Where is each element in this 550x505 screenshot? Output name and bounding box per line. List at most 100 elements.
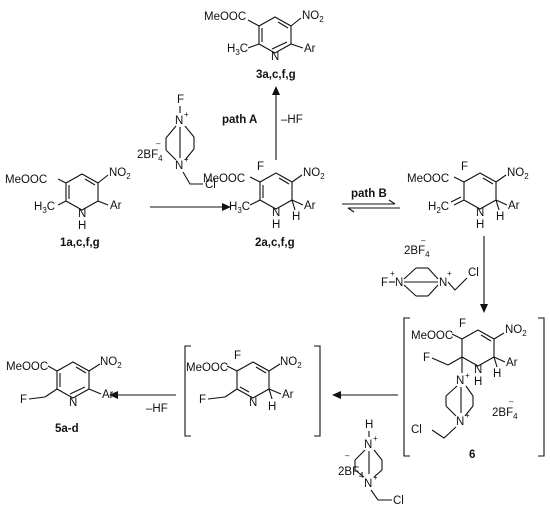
c1-methyl-sub: 3 bbox=[42, 206, 47, 215]
c3-label: 3a,c,f,g bbox=[256, 69, 296, 81]
c6-f-side: F bbox=[423, 352, 430, 364]
intermediate-6: F MeOOC NO2 F N H H Ar N + N + Cl 2BF4 –… bbox=[403, 317, 545, 461]
exo-ch2-h: H bbox=[428, 201, 436, 213]
sf-top-n1: N bbox=[175, 115, 183, 127]
exo-h1: H bbox=[476, 219, 484, 231]
c6-label: 6 bbox=[469, 449, 475, 461]
svg-text:2BF4: 2BF4 bbox=[492, 407, 518, 421]
path-b-equilibrium: path B bbox=[342, 188, 400, 213]
bp-minus: – bbox=[345, 451, 350, 460]
sf-top-cl: Cl bbox=[205, 179, 216, 191]
c5-label: 5a-d bbox=[55, 423, 79, 435]
sf-right-salt-sub: 4 bbox=[425, 250, 430, 259]
c6-f-ring: F bbox=[459, 318, 466, 330]
arrow-down-right bbox=[480, 236, 488, 313]
c6-nitro: NO bbox=[505, 324, 522, 336]
sf-top-plus1: + bbox=[184, 110, 189, 119]
c1-nh-n: N bbox=[78, 208, 86, 220]
imine-f-side: F bbox=[199, 394, 206, 406]
c5-f-side: F bbox=[20, 394, 27, 406]
bp-h: H bbox=[365, 419, 373, 431]
bp-salt-sub: 4 bbox=[359, 471, 364, 480]
bp-n2: N bbox=[364, 478, 372, 490]
sf-right-cl: Cl bbox=[468, 267, 479, 279]
exo-nitro-sub: 2 bbox=[524, 172, 529, 181]
exo-ester: MeOOC bbox=[407, 173, 449, 185]
bp-cl: Cl bbox=[393, 495, 404, 505]
c6-cl: Cl bbox=[411, 424, 422, 436]
exo-ch2-c: C bbox=[441, 201, 449, 213]
c1-label: 1a,c,f,g bbox=[60, 237, 100, 249]
c6-h: H bbox=[493, 368, 501, 380]
sf-right-plus2: + bbox=[447, 269, 452, 278]
c3-methyl-sub: 3 bbox=[235, 48, 240, 57]
c2-h: H bbox=[292, 211, 300, 223]
selectfluor-top: F N + N + 2BF4 – Cl bbox=[137, 94, 216, 191]
exo-nitro: NO bbox=[507, 167, 524, 179]
compound-3: MeOOC NO2 H3C N Ar 3a,c,f,g bbox=[204, 10, 324, 81]
c6-ester: MeOOC bbox=[411, 330, 453, 342]
c6-nh-h: H bbox=[474, 376, 482, 388]
c5-nitro: NO bbox=[100, 356, 117, 368]
bp-plus2: + bbox=[373, 473, 378, 482]
c3-methyl-c: C bbox=[240, 43, 248, 55]
svg-text:NO2: NO2 bbox=[505, 324, 527, 338]
exo-h2: H bbox=[496, 211, 504, 223]
c1-nitro-sub: 2 bbox=[126, 172, 131, 181]
imine-nitro-sub: 2 bbox=[297, 361, 302, 370]
c5-ar: Ar bbox=[102, 389, 114, 401]
final-hf: –HF bbox=[146, 403, 168, 415]
c5-ester: MeOOC bbox=[6, 361, 48, 373]
exo-n: N bbox=[476, 207, 484, 219]
sf-right-plus1: + bbox=[390, 269, 395, 278]
c6-ar: Ar bbox=[506, 357, 518, 369]
path-b-label: path B bbox=[351, 188, 387, 200]
sf-right-n1: N bbox=[395, 277, 403, 289]
compound-1: MeOOC NO2 H3C N H Ar 1a,c,f,g bbox=[5, 167, 131, 249]
sf-right-f: F bbox=[381, 277, 388, 289]
c6-plus2: + bbox=[465, 411, 470, 420]
exo-ar: Ar bbox=[508, 200, 520, 212]
imine-h: H bbox=[268, 401, 276, 413]
c5-ring-n: N bbox=[69, 397, 77, 409]
path-a-label: path A bbox=[222, 114, 257, 126]
c2-nh-n: N bbox=[272, 207, 280, 219]
c6-plus1: + bbox=[465, 371, 470, 380]
svg-text:NO2: NO2 bbox=[507, 167, 529, 181]
path-a-arrow: path A –HF bbox=[222, 86, 303, 160]
exo-methylene-intermediate: F MeOOC NO2 H2C N H H Ar bbox=[407, 161, 529, 231]
c1-ar: Ar bbox=[110, 200, 122, 212]
sf-right-salt: 2BF bbox=[404, 245, 425, 257]
c2-nitro: NO bbox=[303, 167, 320, 179]
c2-nh-h: H bbox=[272, 219, 280, 231]
sf-top-salt: 2BF bbox=[137, 149, 158, 161]
c3-ar: Ar bbox=[304, 43, 316, 55]
sf-top-f: F bbox=[177, 94, 184, 106]
c6-salt-sub: 4 bbox=[513, 412, 518, 421]
sf-right-minus: – bbox=[421, 236, 426, 245]
imine-n: N bbox=[249, 397, 257, 409]
compound-2: F MeOOC NO2 H3C N H H Ar 2a,c,f,g bbox=[203, 161, 325, 249]
arrow-1-to-2 bbox=[150, 203, 231, 211]
svg-text:NO2: NO2 bbox=[109, 167, 131, 181]
c5-nitro-sub: 2 bbox=[117, 361, 122, 370]
arrow-6-to-imine bbox=[332, 391, 398, 399]
c3-ester: MeOOC bbox=[204, 11, 246, 23]
c2-methyl-h: H bbox=[229, 201, 237, 213]
arrow-imine-to-5: –HF bbox=[109, 391, 176, 415]
c2-methyl-sub: 3 bbox=[237, 206, 242, 215]
svg-text:2BF4: 2BF4 bbox=[137, 149, 163, 163]
sf-top-n2: N bbox=[175, 160, 183, 172]
c6-n2: N bbox=[456, 416, 464, 428]
svg-text:2BF4: 2BF4 bbox=[404, 245, 430, 259]
c2-nitro-sub: 2 bbox=[320, 172, 325, 181]
svg-text:2BF4: 2BF4 bbox=[338, 466, 364, 480]
c3-methyl-h: H bbox=[227, 43, 235, 55]
svg-text:H3C: H3C bbox=[227, 43, 248, 57]
sf-top-plus2: + bbox=[184, 155, 189, 164]
svg-text:NO2: NO2 bbox=[100, 356, 122, 370]
c6-salt: 2BF bbox=[492, 407, 513, 419]
svg-text:H2C: H2C bbox=[428, 201, 449, 215]
svg-text:NO2: NO2 bbox=[302, 10, 324, 24]
